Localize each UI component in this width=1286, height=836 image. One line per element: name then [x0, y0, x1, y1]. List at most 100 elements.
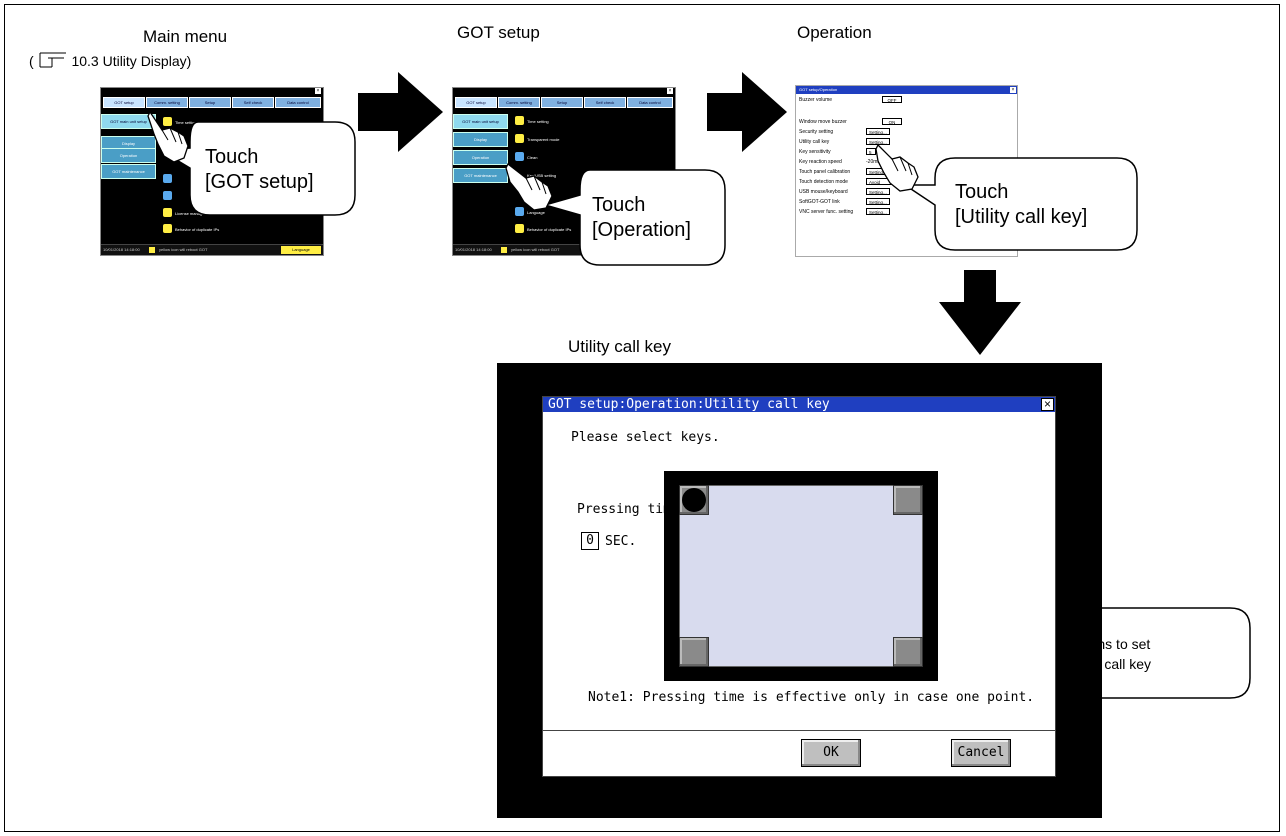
utility-call-key-title: Utility call key — [568, 337, 671, 356]
pressing-time-unit: SEC. — [605, 534, 637, 549]
op-label-key-sensitivity: Key sensitivity — [799, 149, 831, 155]
item-language[interactable]: Language — [527, 210, 545, 215]
footer-message: yellow icon will reboot GOT — [158, 247, 208, 252]
op-value-softgot-link[interactable]: Setting... — [866, 198, 890, 205]
callout-bubble-3 — [902, 157, 1138, 251]
callout-1-line2: [GOT setup] — [205, 171, 314, 193]
item-icon-yellow — [515, 116, 524, 125]
tab-comm-setting[interactable]: Comm. setting — [498, 97, 540, 108]
tab-comm-setting[interactable]: Comm. setting — [146, 97, 188, 108]
left-operation[interactable]: Operation — [453, 150, 508, 165]
op-value-key-reaction: -20ms — [866, 159, 880, 165]
op-label-utility-call-key: Utility call key — [799, 139, 830, 145]
dialog-title-bar: GOT setup:Operation:Utility call key — [543, 397, 1055, 412]
op-value-window-move[interactable]: ON — [882, 118, 902, 125]
dialog-divider — [543, 730, 1055, 731]
footer-yellow-icon — [500, 246, 507, 253]
close-icon: × — [667, 88, 673, 94]
corner-key-bottom-right[interactable] — [893, 637, 923, 667]
op-value-usb-mouse[interactable]: Setting... — [866, 188, 890, 195]
callout-3-line1: Touch — [955, 181, 1009, 203]
item-icon-blue — [163, 174, 172, 183]
item-behavior-duplicate-ips[interactable]: Behavior of duplicate IPs — [175, 227, 220, 232]
item-icon-yellow — [515, 224, 524, 233]
op-value-vnc-server[interactable]: Setting... — [866, 208, 890, 215]
instruction-text: Please select keys. — [571, 430, 720, 445]
item-icon-yellow — [163, 224, 172, 233]
op-label-window-move: Window move buzzer — [799, 119, 847, 125]
pointing-hand-icon — [505, 163, 553, 211]
close-icon[interactable]: × — [1010, 87, 1016, 93]
utility-call-key-dialog: GOT setup:Operation:Utility call key × P… — [542, 396, 1056, 777]
op-value-buzzer[interactable]: OFF — [882, 96, 902, 103]
got-setup-title: GOT setup — [457, 23, 540, 42]
right-arrow-icon — [707, 72, 787, 152]
item-icon-blue — [515, 207, 524, 216]
tab-got-setup[interactable]: GOT setup — [103, 97, 145, 108]
ok-button[interactable]: OK — [801, 739, 861, 767]
corner-key-top-left[interactable] — [679, 485, 709, 515]
tab-setup[interactable]: Setup — [541, 97, 583, 108]
footer-time: 10/01/2018 14:18:00 — [455, 247, 492, 252]
corner-key-bottom-left[interactable] — [679, 637, 709, 667]
left-operation[interactable]: Operation — [101, 148, 156, 163]
pressing-time-input[interactable]: 0 — [581, 532, 599, 550]
item-icon-yellow — [163, 117, 172, 126]
tab-row: GOT setup Comm. setting Setup Self check… — [101, 97, 323, 109]
tab-self-check[interactable]: Self check — [584, 97, 626, 108]
op-label-vnc-server: VNC server func. setting — [799, 209, 854, 215]
reference-hand-icon — [39, 52, 66, 68]
op-label-security: Security setting — [799, 129, 834, 135]
op-label-key-reaction: Key reaction speed — [799, 159, 842, 165]
corner-key-top-right[interactable] — [893, 485, 923, 515]
item-time-setting[interactable]: Time setting — [175, 120, 197, 125]
callout-bubble-1 — [157, 121, 356, 216]
footer-yellow-icon — [148, 246, 155, 253]
item-clean[interactable]: Clean — [527, 155, 538, 160]
left-display[interactable]: Display — [453, 132, 508, 147]
diagram-frame — [4, 4, 1280, 832]
item-time-setting[interactable]: Time setting — [527, 119, 549, 124]
op-label-touch-calibration: Touch panel calibration — [799, 169, 851, 175]
callout-bubble-2 — [542, 169, 726, 266]
op-label-softgot-link: SoftGOT-GOT link — [799, 199, 840, 205]
op-label-touch-detection: Touch detection mode — [799, 179, 848, 185]
pointing-hand-icon — [875, 143, 919, 192]
callout-2-line2: [Operation] — [592, 219, 691, 241]
main-menu-ref: ( 10.3 Utility Display) — [29, 52, 191, 69]
thumb-footer: 10/01/2018 14:18:00 yellow icon will reb… — [101, 244, 323, 255]
ref-text: 10.3 Utility Display) — [71, 53, 192, 69]
item-key-usb-setting[interactable]: Key/USB setting — [527, 173, 557, 178]
tab-setup[interactable]: Setup — [189, 97, 231, 108]
operation-title: Operation — [797, 23, 872, 42]
callout-3-line2: [Utility call key] — [955, 206, 1088, 228]
tab-data-control[interactable]: Data control — [627, 97, 673, 108]
language-button[interactable]: Language — [281, 246, 321, 254]
op-value-security[interactable]: Setting... — [866, 128, 890, 135]
tab-self-check[interactable]: Self check — [232, 97, 274, 108]
cancel-button[interactable]: Cancel — [951, 739, 1011, 767]
item-license-management[interactable]: License management — [175, 211, 214, 216]
item-behavior-duplicate-ips[interactable]: Behavior of duplicate IPs — [527, 227, 572, 232]
key-area-panel — [679, 485, 923, 667]
footer-time: 10/01/2018 14:18:00 — [103, 247, 140, 252]
tab-got-setup[interactable]: GOT setup — [455, 97, 497, 108]
close-icon[interactable]: × — [1041, 398, 1054, 411]
op-value-key-sensitivity[interactable]: 5 — [866, 148, 876, 155]
left-got-main-unit-setup[interactable]: GOT main unit setup — [453, 114, 508, 129]
left-got-maintenance[interactable]: GOT maintenance — [453, 168, 508, 183]
item-icon-blue — [515, 152, 524, 161]
close-icon: × — [315, 88, 321, 94]
item-transparent-mode[interactable]: Transparent mode — [527, 137, 560, 142]
op-label-buzzer: Buzzer volume — [799, 97, 833, 103]
operation-title-bar: GOT setup/Operation — [796, 86, 1017, 94]
ref-paren: ( — [29, 53, 34, 69]
down-arrow-icon — [939, 270, 1021, 355]
left-got-maintenance[interactable]: GOT maintenance — [101, 164, 156, 179]
item-icon-blue — [163, 191, 172, 200]
tab-data-control[interactable]: Data control — [275, 97, 321, 108]
note-text: Note1: Pressing time is effective only i… — [588, 690, 1035, 705]
selected-dot-icon — [682, 488, 706, 512]
thumb-footer: 10/01/2018 14:18:00 yellow icon will reb… — [453, 244, 675, 255]
